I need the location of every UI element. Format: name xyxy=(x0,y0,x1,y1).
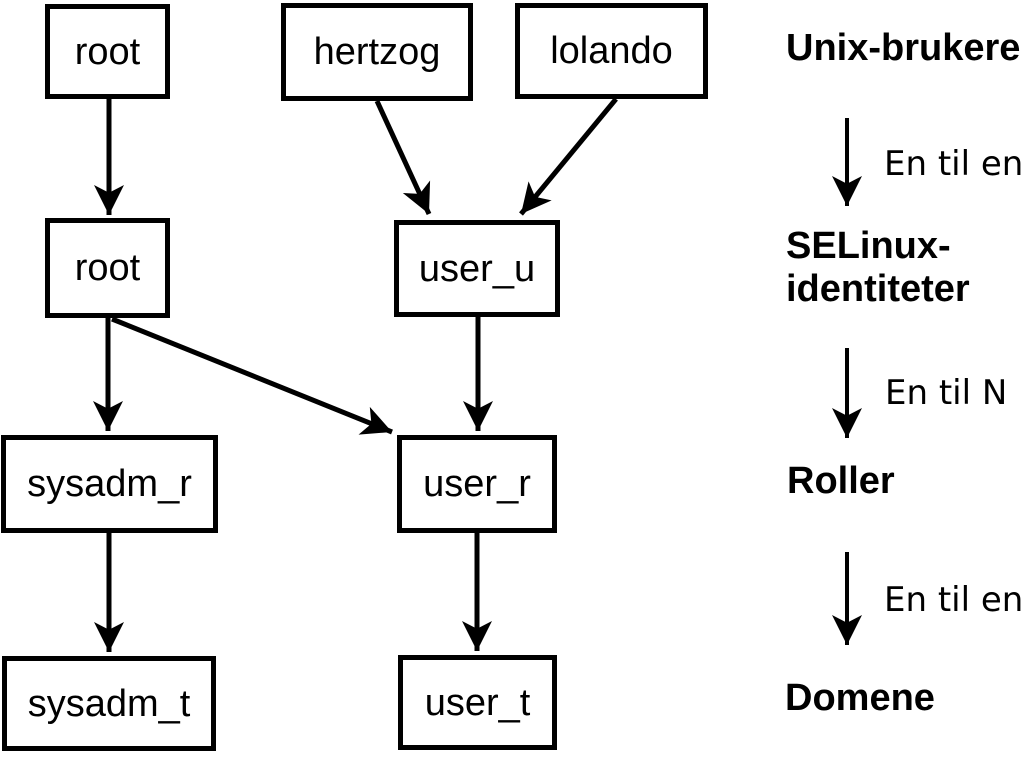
legend-selinux-identities-line2: identiteter xyxy=(786,268,970,310)
legend-relation-one-to-one-1: En til en xyxy=(884,144,1024,184)
node-root-unix-label: root xyxy=(74,30,141,73)
node-sysadm-r: sysadm_r xyxy=(1,435,218,533)
node-lolando: lolando xyxy=(515,3,708,99)
legend-domains: Domene xyxy=(785,677,935,719)
node-sysadm-r-label: sysadm_r xyxy=(27,463,192,505)
legend-roles: Roller xyxy=(787,460,895,502)
legend-unix-users: Unix-brukere xyxy=(786,27,1021,69)
node-user-r-label: user_r xyxy=(423,463,531,505)
edge-rootselinux-to-userr-arrow xyxy=(111,316,393,435)
node-user-u: user_u xyxy=(394,220,560,317)
node-sysadm-t-label: sysadm_t xyxy=(27,682,191,725)
node-user-r: user_r xyxy=(397,435,557,533)
legend-selinux-identities-line1: SELinux- xyxy=(786,225,951,267)
legend-relation-one-to-n: En til N xyxy=(885,373,1008,413)
legend-selinux-identities: SELinux- identiteter xyxy=(786,225,970,311)
node-user-u-label: user_u xyxy=(418,247,536,290)
node-hertzog-label: hertzog xyxy=(313,31,441,73)
node-user-t: user_t xyxy=(398,655,557,750)
edge-lolando-to-useru-arrow xyxy=(519,97,618,216)
node-root-selinux-label: root xyxy=(74,247,141,289)
node-user-t-label: user_t xyxy=(424,681,531,724)
node-root-unix: root xyxy=(45,4,170,99)
node-hertzog: hertzog xyxy=(281,3,473,101)
node-lolando-label: lolando xyxy=(550,30,673,72)
node-sysadm-t: sysadm_t xyxy=(2,656,216,751)
edge-hertzog-to-useru-arrow xyxy=(374,99,432,216)
node-root-selinux: root xyxy=(45,218,170,318)
legend-relation-one-to-one-2: En til en xyxy=(884,580,1024,620)
